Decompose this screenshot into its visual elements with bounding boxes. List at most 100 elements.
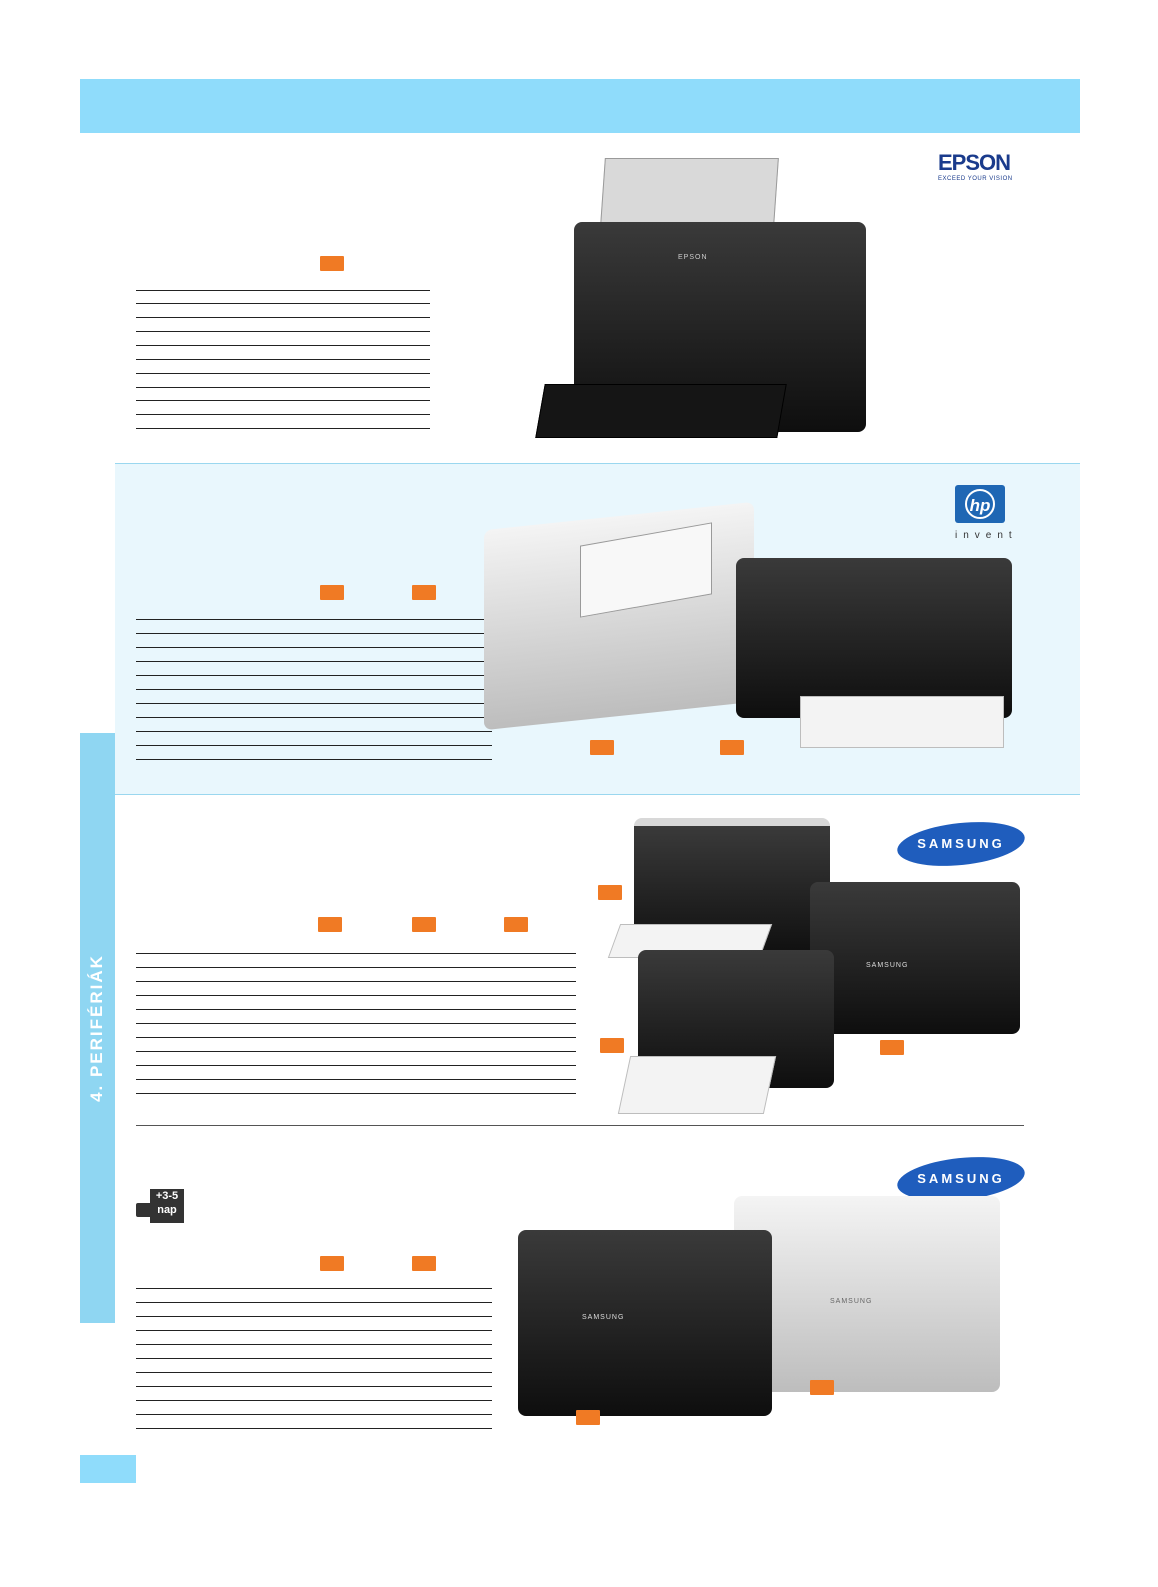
- spec-row-rule: [136, 414, 430, 415]
- spec-row-rule: [136, 953, 576, 954]
- spec-row-rule: [136, 1009, 576, 1010]
- spec-row-rule: [136, 661, 492, 662]
- spec-row-rule: [136, 400, 430, 401]
- spec-row-rule: [136, 387, 430, 388]
- spec-row-rule: [136, 981, 576, 982]
- section-header-band: [80, 79, 1080, 133]
- price-badge: [598, 885, 622, 900]
- price-badge: [320, 1256, 344, 1271]
- printer-brand-label: SAMSUNG: [866, 962, 909, 969]
- spec-row-rule: [136, 1330, 492, 1331]
- spec-row-rule: [136, 647, 492, 648]
- price-badge: [590, 740, 614, 755]
- hp-logo-mark: hp: [965, 489, 995, 519]
- delivery-time-icon: +3-5 nap: [136, 1189, 184, 1223]
- spec-row-rule: [136, 303, 430, 304]
- spec-row-rule: [136, 1051, 576, 1052]
- printer-brand-label: SAMSUNG: [582, 1314, 625, 1321]
- spec-row-rule: [136, 675, 492, 676]
- spec-row-rule: [136, 1093, 576, 1094]
- spec-row-rule: [136, 428, 430, 429]
- printer-brand-label: SAMSUNG: [830, 1298, 873, 1305]
- delivery-days-box: +3-5 nap: [150, 1189, 184, 1223]
- samsung-black-large-printer-image: SAMSUNG: [518, 1230, 774, 1418]
- chapter-side-label: 4. PERIFÉRIÁK: [87, 954, 106, 1102]
- price-badge: [504, 917, 528, 932]
- spec-row-rule: [136, 317, 430, 318]
- spec-row-rule: [136, 359, 430, 360]
- spec-row-rule: [136, 1288, 492, 1289]
- page-footer-tab: [80, 1455, 136, 1483]
- spec-row-rule: [136, 290, 430, 291]
- hp-logo-box: hp: [955, 485, 1005, 523]
- spec-row-rule: [136, 1372, 492, 1373]
- spec-row-rule: [136, 759, 492, 760]
- printer-paper-tray: [617, 1056, 777, 1114]
- samsung-black-printer-image: SAMSUNG: [810, 882, 1022, 1038]
- printer-body: [484, 501, 754, 731]
- spec-row-rule: [136, 633, 492, 634]
- price-badge: [320, 585, 344, 600]
- spec-row-rule: [136, 731, 492, 732]
- spec-row-rule: [136, 745, 492, 746]
- printer-output-tray: [535, 384, 787, 438]
- price-badge: [576, 1410, 600, 1425]
- price-badge: [880, 1040, 904, 1055]
- spec-row-rule: [136, 1302, 492, 1303]
- epson-logo-tagline: EXCEED YOUR VISION: [938, 176, 1013, 182]
- spec-row-rule: [136, 331, 430, 332]
- printer-body: [810, 882, 1020, 1034]
- printer-brand-label: EPSON: [678, 254, 708, 261]
- hp-logo-tagline: invent: [955, 530, 1018, 541]
- spec-row-rule: [136, 1414, 492, 1415]
- samsung-logo: SAMSUNG: [895, 1151, 1027, 1207]
- spec-row-rule: [136, 1428, 492, 1429]
- delivery-unit: nap: [157, 1204, 177, 1216]
- hp-logo: hp invent: [955, 485, 1021, 545]
- spec-row-rule: [136, 703, 492, 704]
- price-badge: [412, 585, 436, 600]
- spec-row-rule: [136, 995, 576, 996]
- samsung-logo: SAMSUNG: [895, 816, 1027, 872]
- samsung-white-trim-printer-image: [607, 814, 834, 958]
- hp-white-printer-image: [484, 496, 764, 731]
- spec-row-rule: [136, 1358, 492, 1359]
- printer-body: [518, 1230, 772, 1416]
- samsung-logo-word: SAMSUNG: [917, 1171, 1005, 1186]
- spec-row-rule: [136, 1023, 576, 1024]
- spec-row-rule: [136, 1065, 576, 1066]
- spec-row-rule: [136, 689, 492, 690]
- printer-body: [736, 558, 1012, 718]
- spec-row-rule: [136, 1386, 492, 1387]
- samsung-white-printer-image: SAMSUNG: [734, 1196, 1010, 1394]
- spec-row-rule: [136, 345, 430, 346]
- spec-row-rule: [136, 1400, 492, 1401]
- truck-icon: [136, 1203, 152, 1217]
- spec-row-rule: [136, 619, 492, 620]
- printer-paper-tray: [800, 696, 1004, 748]
- spec-row-rule: [136, 373, 430, 374]
- samsung-logo-word: SAMSUNG: [917, 836, 1005, 851]
- price-badge: [720, 740, 744, 755]
- price-badge: [320, 256, 344, 271]
- delivery-days: +3-5: [155, 1190, 179, 1202]
- printer-body: [734, 1196, 1000, 1392]
- spec-row-rule: [136, 1037, 576, 1038]
- price-badge: [600, 1038, 624, 1053]
- price-badge: [810, 1380, 834, 1395]
- spec-row-rule: [136, 967, 576, 968]
- price-badge: [412, 917, 436, 932]
- epson-logo: EPSON EXCEED YOUR VISION: [938, 152, 1024, 184]
- spec-row-rule: [136, 1344, 492, 1345]
- hp-black-printer-image: [736, 558, 1018, 754]
- spec-row-rule: [136, 717, 492, 718]
- epson-logo-word: EPSON: [938, 150, 1011, 175]
- spec-row-rule: [136, 1316, 492, 1317]
- section-separator: [136, 1125, 1024, 1126]
- price-badge: [412, 1256, 436, 1271]
- spec-row-rule: [136, 1079, 576, 1080]
- chapter-side-tab: [80, 733, 115, 1323]
- epson-printer-image: EPSON: [535, 158, 880, 440]
- price-badge: [318, 917, 342, 932]
- samsung-black-small-printer-image: [617, 950, 838, 1114]
